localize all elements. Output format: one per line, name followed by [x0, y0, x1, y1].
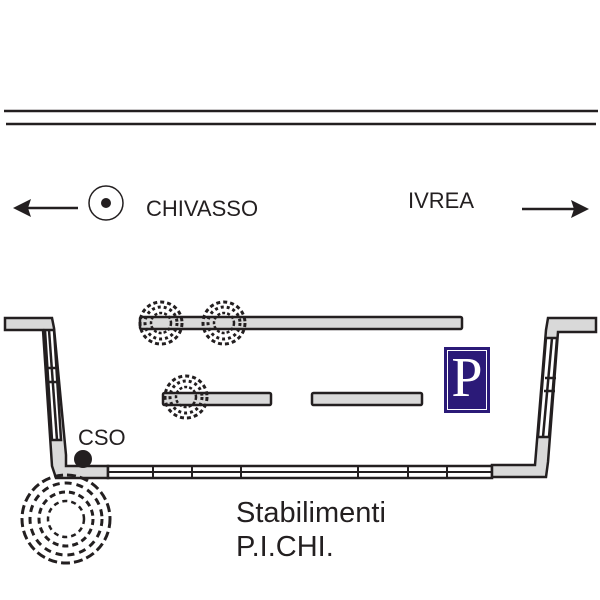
planter-bar-top [138, 315, 464, 331]
cso-label: CSO [78, 425, 126, 450]
parking-sign-icon: P [444, 347, 490, 413]
arrow-right-icon [522, 200, 589, 218]
plant-label-line2: P.I.CHI. [236, 531, 334, 563]
bottom-wall [106, 464, 494, 480]
parking-sign-glyph: P [451, 347, 483, 409]
location-marker-icon [88, 185, 124, 221]
parking-sign-border [447, 350, 487, 410]
plant-label-line1: Stabilimenti [236, 497, 386, 529]
planter-bar-lower-left [161, 391, 273, 407]
left-wall [3, 316, 110, 480]
right-wall [490, 316, 598, 479]
planter-bar-lower-right [310, 391, 424, 407]
west-destination-label: CHIVASSO [146, 196, 259, 221]
east-destination-label: IVREA [408, 188, 475, 213]
cso-marker-icon [74, 450, 92, 468]
plant-label: Stabilimenti P.I.CHI. [236, 496, 386, 564]
tree-icon [20, 473, 112, 565]
arrow-left-icon [13, 199, 78, 217]
